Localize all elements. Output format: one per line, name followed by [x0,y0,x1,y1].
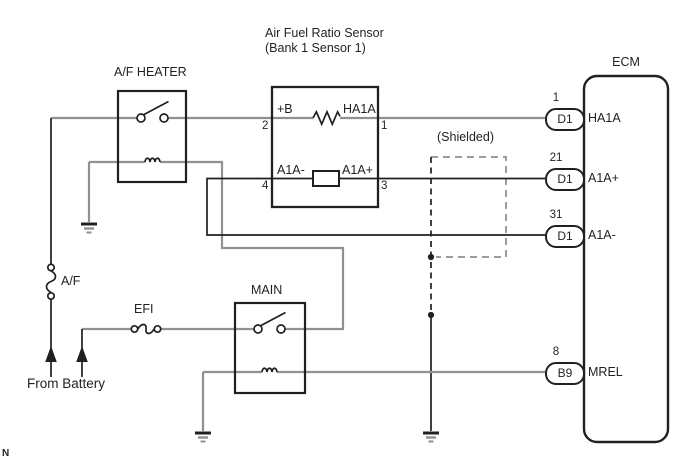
ecm-signal-label: A1A- [588,228,616,242]
relay-coil-icon [261,367,278,373]
sensor-title-line2: (Bank 1 Sensor 1) [265,41,366,55]
switch-contact-icon [253,324,263,334]
shielded-label: (Shielded) [437,130,494,144]
af-fuse-label: A/F [61,274,81,288]
main-relay-internals [253,311,286,373]
main-relay-label: MAIN [251,283,283,297]
ecm-signal-label: MREL [588,365,623,379]
switch-contact-icon [136,113,146,123]
ecm-pin-number: 8 [552,346,560,358]
af-heater-relay-box [116,89,188,184]
junction-dot [427,253,435,261]
ecm-signal-label: A1A+ [588,171,619,185]
af-heater-relay-label: A/F HEATER [114,65,187,79]
main-relay-box [233,301,307,395]
sensor-title-line1: Air Fuel Ratio Sensor [265,26,384,40]
terminal-a1a-minus-label: A1A- [277,163,305,177]
switch-contact-icon [276,324,286,334]
junction-dot [427,311,435,319]
af-heater-relay-internals [136,100,169,163]
switch-blade-icon [143,100,169,116]
sensor-pin4: 4 [262,180,269,192]
battery-arrow-right-icon [76,346,88,362]
sensor-pin3: 3 [381,180,388,192]
heater-resistor-icon [312,109,341,127]
ecm-connector-pill: D1 [545,224,585,248]
from-battery-label: From Battery [27,376,106,391]
gray-wires [51,116,545,431]
sensor-box [270,85,380,209]
ecm-pin-number: 21 [549,152,563,164]
wire-a1a-minus [206,177,545,236]
ecm-signal-label: HA1A [588,111,621,125]
switch-contact-icon [159,113,169,123]
relay-coil-icon [144,157,161,163]
ecm-box [582,74,670,444]
terminal-ha1a-label: HA1A [343,102,376,116]
ecm-pin-number: 31 [549,209,563,221]
sensor-cell-icon [312,170,340,187]
terminal-bplus-label: +B [277,102,293,116]
efi-fuse-label: EFI [134,302,154,316]
sensor-pin2: 2 [262,120,269,132]
ecm-title: ECM [612,55,640,69]
shield-dashed-box [431,156,507,258]
ecm-connector-pill: D1 [545,167,585,191]
af-fuse-icon [45,263,57,301]
ecm-connector-pill: D1 [545,107,585,131]
terminal-a1a-plus-label: A1A+ [342,163,373,177]
sensor-pin1: 1 [381,120,388,132]
ecm-connector-pill: B9 [545,361,585,385]
wire-afcoil-to-main-switch [160,160,345,331]
efi-fuse-icon [130,323,162,335]
page-marker: N [2,448,10,459]
switch-blade-icon [260,311,286,327]
ecm-pin-number: 1 [552,92,560,104]
ground-icon [423,431,439,443]
ground-icon [195,431,211,443]
battery-arrow-left-icon [45,346,57,362]
ground-icon [81,222,97,234]
